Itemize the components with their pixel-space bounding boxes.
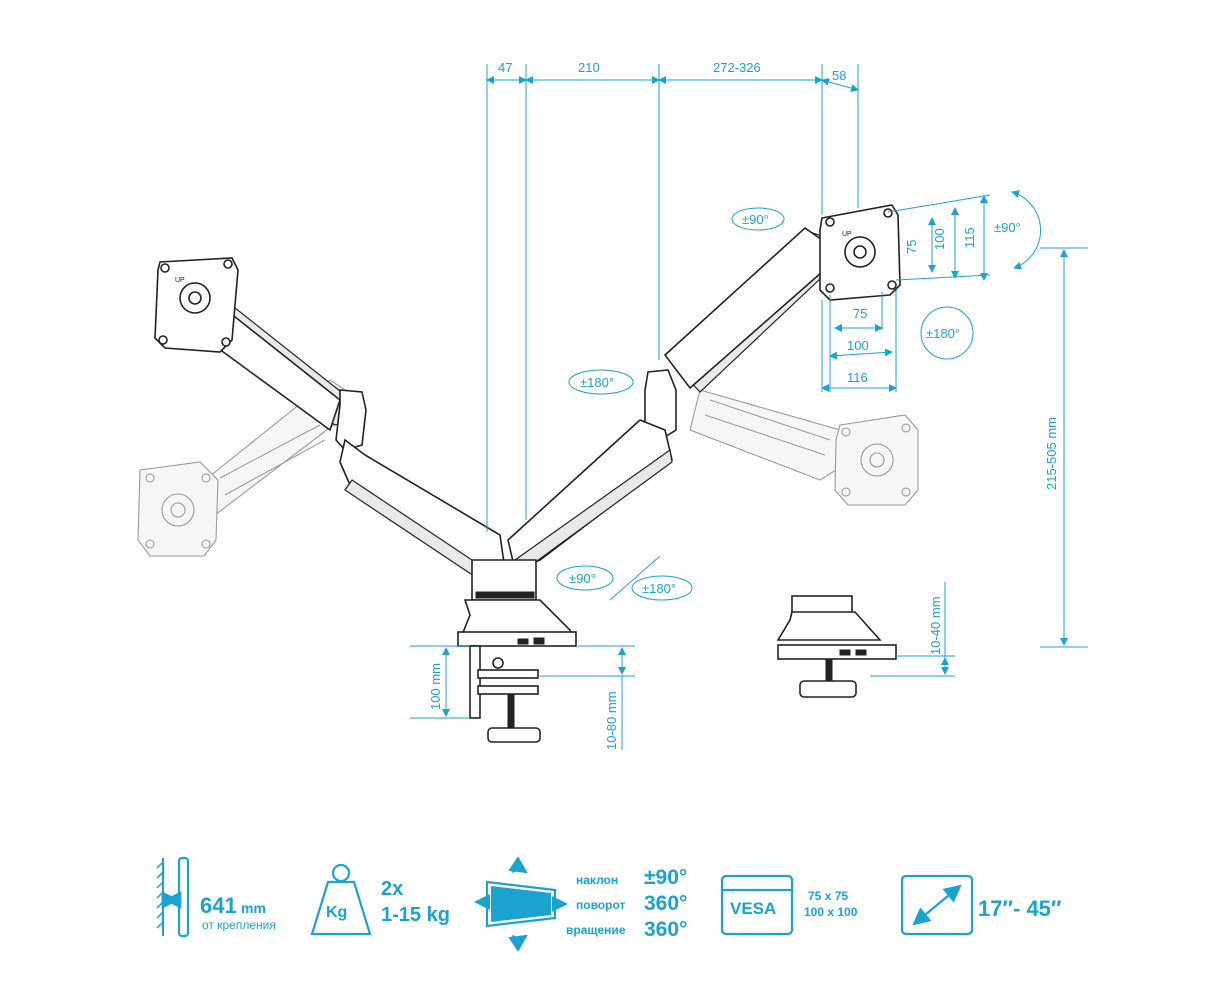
vesa-dim-75v: 75 — [904, 240, 919, 254]
motion-spec: наклон ±90° поворот 360° вращение 360° — [474, 856, 687, 952]
dim-top-1: 47 — [498, 60, 512, 75]
weight-icon: Kg — [310, 863, 372, 936]
vesa-size-0: 75 x 75 — [808, 889, 848, 903]
svg-text:±180°: ±180° — [580, 375, 614, 390]
vesa-dim-100v: 100 — [932, 228, 947, 250]
reach-unit: mm — [241, 900, 266, 916]
motion-value-0: ±90° — [644, 866, 687, 889]
clamp-height-label: 100 mm — [428, 663, 443, 710]
rotation-tilt-top: ±90° — [731, 207, 785, 231]
height-range-label: 215-505 mm — [1044, 417, 1059, 490]
clamp-dimensions: 100 mm 10-80 mm 10-40 mm — [410, 582, 955, 750]
svg-text:±90°: ±90° — [742, 212, 769, 227]
desk-thickness-grommet-label: 10-40 mm — [928, 596, 943, 655]
right-arm — [507, 226, 839, 573]
dim-top-2: 210 — [578, 60, 600, 75]
reach-caption: от крепления — [202, 918, 276, 932]
reach-value: 641 — [200, 893, 237, 918]
vesa-spec: VESA 75 x 75 100 x 100 — [720, 874, 858, 936]
reach-spec: 641 mm от крепления — [156, 856, 276, 938]
right-vesa-plate: UP — [819, 204, 901, 301]
dim-top-4: 58 — [832, 68, 846, 83]
motion-value-2: 360° — [644, 918, 687, 941]
svg-text:UP: UP — [175, 277, 185, 284]
svg-text:±180°: ±180° — [926, 326, 960, 341]
diagonal-screen-icon — [900, 874, 974, 936]
rotation-swivel-mid: ±180° — [568, 369, 634, 395]
height-dimension: 215-505 mm — [1040, 247, 1088, 648]
desk-thickness-clamp-label: 10-80 mm — [604, 691, 619, 750]
weight-range: 1-15 kg — [381, 904, 450, 926]
weight-spec: Kg 2x 1-15 kg — [310, 863, 450, 936]
screen-size: 17″- 45″ — [978, 896, 1062, 921]
grommet-mount — [776, 595, 897, 698]
svg-text:UP: UP — [842, 231, 852, 238]
rotation-swivel-right: ±180° — [920, 306, 974, 360]
left-arm — [198, 299, 506, 581]
dim-top-3: 272-326 — [713, 60, 761, 75]
rotation-tilt-right: ±90° — [994, 190, 1042, 270]
vesa-dim-116h: 116 — [847, 370, 868, 385]
rotation-base-tilt: ±90° — [556, 565, 614, 591]
left-vesa-plate: UP — [154, 257, 239, 353]
vesa-size-1: 100 x 100 — [804, 905, 858, 919]
screen-size-spec: 17″- 45″ — [900, 874, 1062, 936]
svg-text:±90°: ±90° — [569, 571, 596, 586]
motion-value-1: 360° — [644, 892, 687, 915]
vesa-icon: VESA — [720, 874, 794, 936]
motion-label-2: вращение — [566, 923, 626, 937]
svg-text:±90°: ±90° — [994, 220, 1021, 235]
motion-label-1: поворот — [576, 898, 625, 912]
vesa-dim-100h: 100 — [847, 338, 869, 353]
vesa-dim-115v: 115 — [962, 227, 977, 248]
top-dimensions: 47 210 272-326 58 — [486, 60, 859, 532]
monitor-rotation-icon — [474, 856, 568, 952]
svg-text:VESA: VESA — [730, 899, 776, 918]
svg-text:±180°: ±180° — [642, 581, 676, 596]
ghost-right-arm — [689, 389, 919, 506]
rotation-base-swivel: ±180° — [609, 555, 693, 601]
motion-label-0: наклон — [576, 873, 618, 887]
weight-count: 2x — [381, 878, 403, 900]
pole-and-clamp — [456, 559, 577, 743]
vesa-dim-75h: 75 — [853, 306, 867, 321]
wall-icon — [156, 856, 190, 938]
svg-text:Kg: Kg — [326, 904, 347, 921]
vesa-dimensions: 75 100 115 75 100 116 — [821, 194, 991, 392]
